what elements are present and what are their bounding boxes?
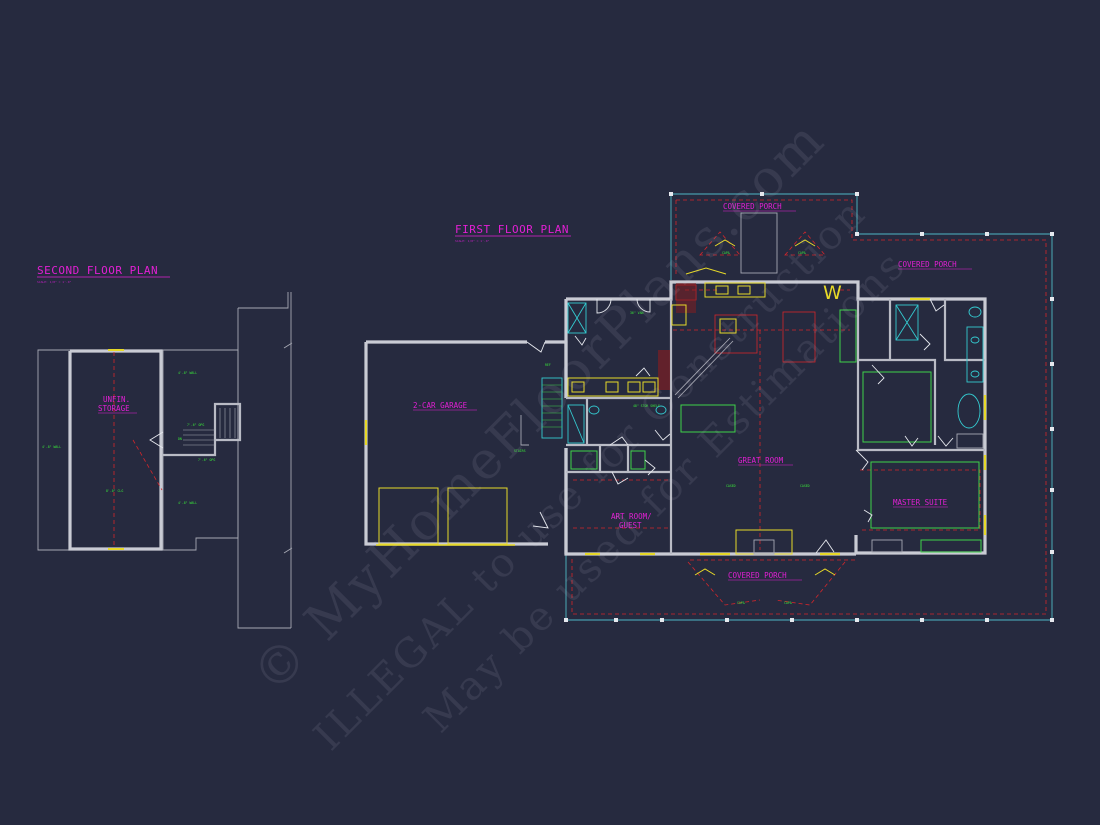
art-room-label-1: ART ROOM/ — [611, 512, 652, 521]
storage-label-2: STORAGE — [98, 404, 130, 413]
laundry-mark: W — [823, 282, 842, 304]
note-vanity: 36" VAN — [630, 311, 644, 315]
bath-fixtures — [567, 302, 984, 449]
first-floor-plan: FIRST FLOOR PLAN SCALE: 1/8" = 1'-0" — [364, 192, 1054, 622]
watermark-line-2: ILLEGAL to use for Construction — [305, 189, 875, 759]
note-shelf: 48" STOR SHELF — [633, 404, 660, 408]
first-floor-scale: SCALE: 1/8" = 1'-0" — [455, 239, 490, 243]
garage-stairs — [541, 377, 563, 439]
note-ref: REF — [545, 363, 551, 367]
art-room-label-2: GUEST — [619, 521, 642, 530]
note-cased-2: CASED — [800, 484, 810, 488]
stair-opening — [163, 402, 242, 457]
storage-label-1: UNFIN. — [103, 395, 130, 404]
first-floor-title: FIRST FLOOR PLAN — [455, 223, 569, 236]
note-wall-right-bottom: 4'-8" WALL — [178, 501, 197, 505]
great-room-label: GREAT ROOM — [738, 456, 784, 465]
second-floor-outline — [37, 349, 239, 551]
garage-door-left — [378, 487, 439, 545]
garage-door-right — [447, 487, 508, 545]
note-post-3: CAP& — [737, 601, 745, 605]
porch-stairs-bottom: CAP& CAP& — [687, 561, 846, 606]
porch-bottom-label: COVERED PORCH — [728, 571, 787, 580]
note-wall-right-top: 4'-8" WALL — [178, 371, 197, 375]
second-floor-scale: SCALE: 1/8" = 1'-0" — [37, 280, 72, 284]
note-post-4: CAP& — [784, 601, 792, 605]
note-post-2: CAP& — [798, 251, 806, 255]
note-stairs: STAIRS — [514, 449, 526, 453]
note-opening-2: 7'-6" OPG — [198, 458, 215, 462]
porch-stairs-top: CAP& CAP& — [685, 212, 826, 275]
second-floor-title: SECOND FLOOR PLAN — [37, 264, 158, 277]
door-swings — [574, 298, 954, 554]
watermark: © MyHomeFloorPlans.com ILLEGAL to use fo… — [241, 109, 915, 760]
note-down: DN — [178, 437, 182, 441]
note-cased-1: CASED — [726, 484, 736, 488]
garage-label: 2-CAR GARAGE — [413, 401, 468, 410]
porch-posts — [564, 192, 1054, 622]
second-floor-plan: SECOND FLOOR PLAN SCALE: 1/8" = 1'-0" — [37, 264, 293, 629]
porch-right-label: COVERED PORCH — [898, 260, 957, 269]
porch-top-label: COVERED PORCH — [723, 202, 782, 211]
note-wall-left: 4'-8" WALL — [42, 445, 61, 449]
note-post-1: CAP& — [722, 251, 730, 255]
note-opening-1: 7'-6" OPG — [187, 423, 204, 427]
kitchen-fixtures: W — [567, 282, 857, 433]
storage-walls — [68, 349, 163, 551]
note-wall-mid: 8'-0" CLG — [106, 489, 123, 493]
master-suite-label: MASTER SUITE — [893, 498, 948, 507]
